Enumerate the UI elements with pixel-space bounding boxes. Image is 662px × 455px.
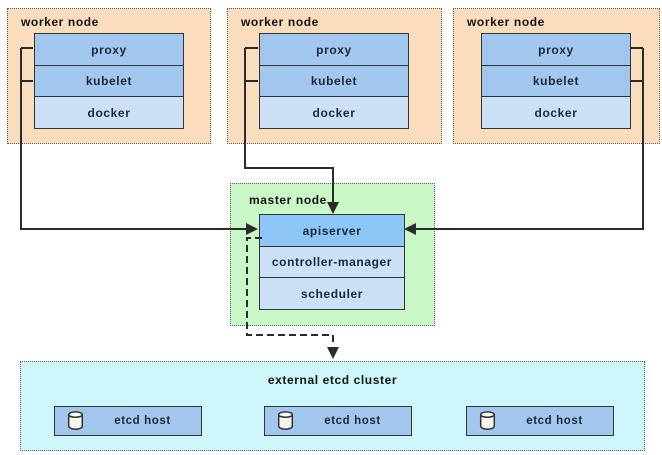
worker-node-2-title: worker node [241,15,319,29]
worker-node-3-components: proxy kubelet docker [481,33,631,129]
etcd-host-label: etcd host [324,415,381,427]
component-kubelet: kubelet [481,64,631,98]
component-controller-manager: controller-manager [259,245,405,279]
component-scheduler: scheduler [259,277,405,310]
component-proxy: proxy [259,33,409,66]
database-cylinder-icon [277,411,294,431]
worker-node-2-components: proxy kubelet docker [259,33,409,129]
etcd-host-label: etcd host [526,415,583,427]
etcd-cluster-title: external etcd cluster [267,373,398,387]
etcd-host-2: etcd host [264,406,412,436]
etcd-host-label: etcd host [114,415,171,427]
master-node-title: master node [249,193,327,207]
worker-node-2: worker node proxy kubelet docker [227,8,442,144]
component-proxy: proxy [481,33,631,66]
master-node: master node apiserver controller-manager… [230,183,435,326]
worker-node-1-title: worker node [21,15,99,29]
component-docker: docker [481,96,631,129]
arrowhead-down-icon [327,347,339,359]
database-cylinder-icon [67,411,84,431]
component-docker: docker [34,96,184,129]
master-node-components: apiserver controller-manager scheduler [259,214,405,310]
etcd-host-3: etcd host [466,406,614,436]
worker-node-3-title: worker node [467,15,545,29]
component-kubelet: kubelet [259,64,409,98]
component-proxy: proxy [34,33,184,66]
database-cylinder-icon [479,411,496,431]
worker-node-3: worker node proxy kubelet docker [453,8,660,144]
etcd-cluster: external etcd cluster etcd host etcd hos… [20,361,645,451]
component-apiserver: apiserver [259,214,405,247]
component-docker: docker [259,96,409,129]
worker-node-1: worker node proxy kubelet docker [7,8,211,144]
component-kubelet: kubelet [34,64,184,98]
etcd-host-1: etcd host [54,406,202,436]
worker-node-1-components: proxy kubelet docker [34,33,184,129]
